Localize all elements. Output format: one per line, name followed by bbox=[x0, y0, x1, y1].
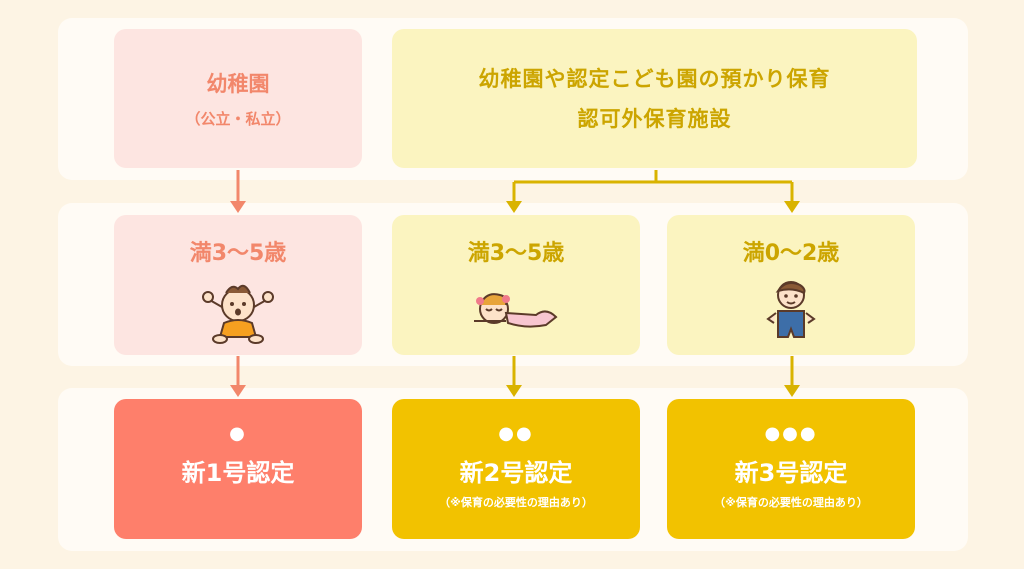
age-label-3: 満0〜2歳 bbox=[742, 241, 840, 266]
certification-note-2: （※保育の必要性の理由あり） bbox=[439, 496, 593, 509]
toddler-sitting-icon bbox=[202, 284, 274, 344]
nursery-line-1: 幼稚園や認定こども園の預かり保育 bbox=[478, 66, 831, 91]
certification-title-2: 新2号認定 bbox=[459, 459, 573, 487]
certification-box-2: ●● 新2号認定 （※保育の必要性の理由あり） bbox=[392, 399, 640, 539]
arrow-age1-to-result1 bbox=[230, 356, 246, 397]
certification-note-3: （※保育の必要性の理由あり） bbox=[714, 496, 868, 509]
child-lying-icon bbox=[474, 293, 558, 328]
arrow-age3-to-result3 bbox=[784, 356, 800, 397]
certification-box-3: ●●● 新3号認定 （※保育の必要性の理由あり） bbox=[667, 399, 915, 539]
arrow-nursery-branch bbox=[506, 170, 800, 213]
arrow-age2-to-result2 bbox=[506, 356, 522, 397]
nursery-box: 幼稚園や認定こども園の預かり保育 認可外保育施設 bbox=[392, 29, 917, 168]
certification-title-3: 新3号認定 bbox=[734, 459, 848, 487]
certification-dots-2: ●● bbox=[498, 423, 534, 444]
kindergarten-title: 幼稚園 bbox=[206, 72, 270, 96]
age-box-3: 満0〜2歳 bbox=[667, 215, 915, 355]
age-label-2: 満3〜5歳 bbox=[467, 241, 565, 266]
kindergarten-subtitle: （公立・私立） bbox=[185, 110, 291, 128]
certification-title-1: 新1号認定 bbox=[181, 459, 295, 487]
arrow-kindergarten-to-age bbox=[230, 170, 246, 213]
nursery-line-2: 認可外保育施設 bbox=[577, 106, 732, 131]
kindergarten-box: 幼稚園 （公立・私立） bbox=[114, 29, 362, 168]
child-standing-icon bbox=[766, 281, 816, 338]
certification-dots-3: ●●● bbox=[764, 423, 818, 444]
age-box-2: 満3〜5歳 bbox=[392, 215, 640, 355]
age-box-1: 満3〜5歳 bbox=[114, 215, 362, 355]
age-label-1: 満3〜5歳 bbox=[189, 241, 287, 266]
certification-box-1: ● 新1号認定 bbox=[114, 399, 362, 539]
certification-dots-1: ● bbox=[229, 423, 247, 444]
